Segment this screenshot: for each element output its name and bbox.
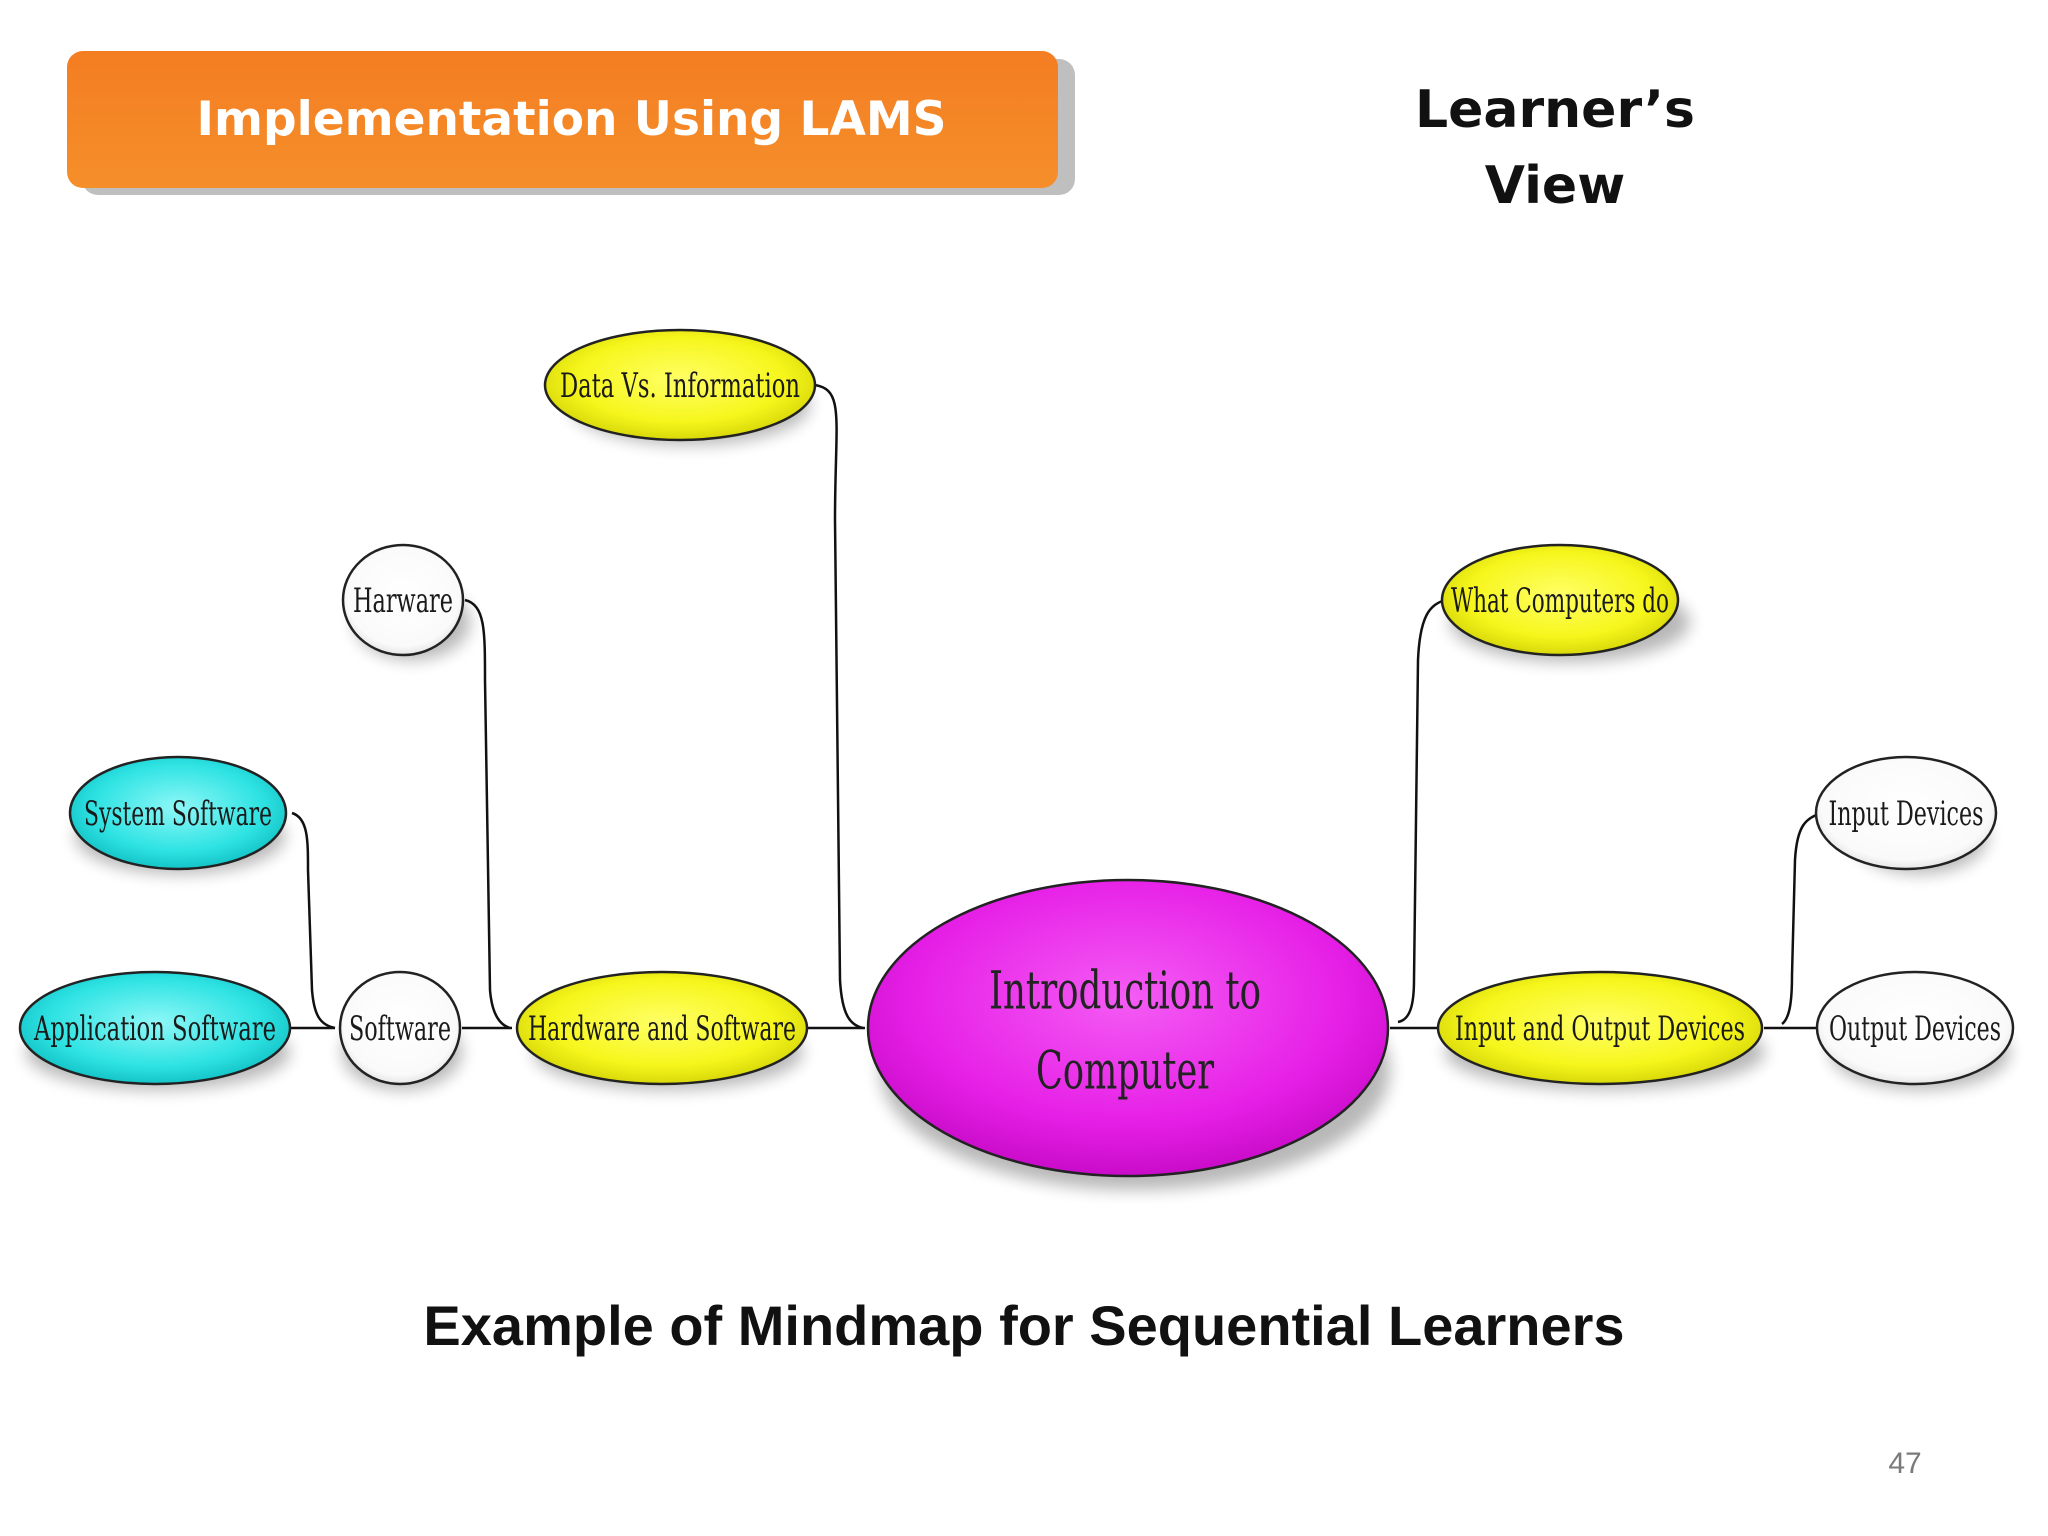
node-what-computers-do: [1440, 543, 1680, 657]
node-software: [338, 970, 462, 1086]
node-input-devices: [1814, 755, 1998, 871]
view-label-line-1: Learner’s: [1415, 80, 1695, 140]
connector-system-to-software: [291, 811, 336, 1030]
node-input-and-output-devices: [1436, 970, 1764, 1086]
node-application-software: [18, 970, 292, 1086]
label-what-computers-do: What Computers do: [1451, 581, 1669, 621]
page-number: 47: [1888, 1447, 1922, 1480]
connector-data-to-hub: [814, 383, 864, 1030]
label-hardware-and-software: Hardware and Software: [528, 1009, 796, 1049]
title-banner: Implementation Using LAMS: [67, 51, 1058, 188]
connector-center-to-what: [1397, 598, 1446, 1024]
diagram-caption: Example of Mindmap for Sequential Learne…: [423, 1294, 1625, 1357]
label-harware: Harware: [353, 581, 453, 621]
label-output-devices: Output Devices: [1829, 1009, 2001, 1049]
node-harware: [341, 543, 465, 657]
label-input-and-output-devices: Input and Output Devices: [1455, 1009, 1745, 1049]
connector-io-to-input: [1781, 811, 1823, 1025]
learners-view-label: Learner’s View: [1380, 72, 1730, 224]
connector-lines: [290, 383, 1823, 1030]
center-label-line-2: Computer: [1036, 1042, 1214, 1102]
node-center: [866, 878, 1390, 1178]
view-label-line-2: View: [1484, 156, 1626, 216]
label-data-vs-information: Data Vs. Information: [560, 366, 800, 406]
node-hardware-and-software: [515, 970, 809, 1086]
center-label-line-1: Introduction to: [989, 962, 1261, 1022]
label-input-devices: Input Devices: [1829, 794, 1984, 834]
slide-title: Implementation Using LAMS: [196, 92, 947, 147]
connector-harware-to-hs: [464, 598, 511, 1030]
label-application-software: Application Software: [33, 1009, 276, 1049]
label-system-software: System Software: [84, 794, 272, 834]
node-data-vs-information: [543, 328, 817, 442]
node-output-devices: [1815, 970, 2015, 1086]
node-system-software: [68, 755, 288, 871]
label-software: Software: [349, 1009, 451, 1049]
